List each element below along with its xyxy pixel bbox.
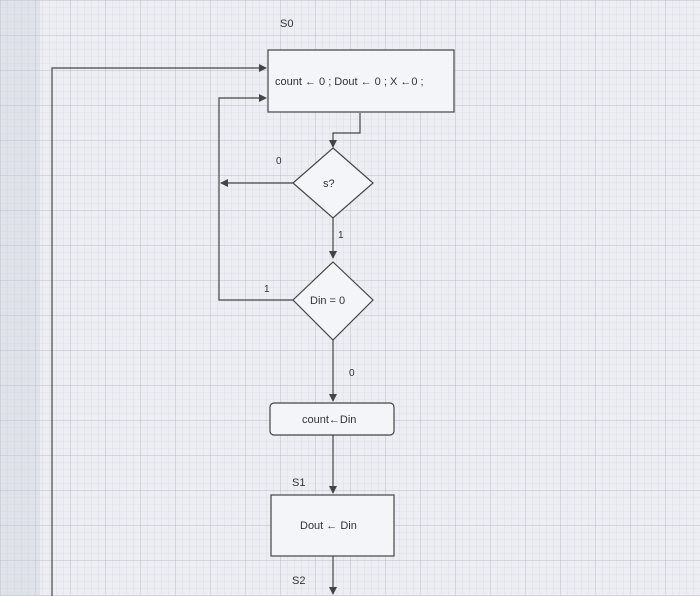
count-assign-box xyxy=(269,402,395,436)
dout-assign-box xyxy=(270,494,395,557)
dout-assign-box-text: Dout ← Din xyxy=(300,520,357,532)
left-shadow xyxy=(0,0,40,596)
init-box-text: count ← 0 ; Dout ← 0 ; X ←0 ; xyxy=(275,76,424,88)
count-assign-box-text: count←Din xyxy=(302,414,356,426)
state-label-s2: S2 xyxy=(292,575,305,587)
din-zero-branch-label: 0 xyxy=(349,368,355,379)
state-label-s0: S0 xyxy=(280,18,293,30)
loop-back-to-s0-arrow xyxy=(51,64,267,596)
din-one-loop-arrow xyxy=(218,94,293,301)
din-one-branch-label: 1 xyxy=(264,284,270,295)
init-box xyxy=(267,49,455,113)
init-to-s-decision-connector xyxy=(329,113,361,148)
decision-s-text: s? xyxy=(323,178,335,190)
s-zero-branch-label: 0 xyxy=(276,156,282,167)
s-one-branch-label: 1 xyxy=(338,230,344,241)
decision-din-text: Din = 0 xyxy=(310,295,345,307)
state-label-s1: S1 xyxy=(292,477,305,489)
